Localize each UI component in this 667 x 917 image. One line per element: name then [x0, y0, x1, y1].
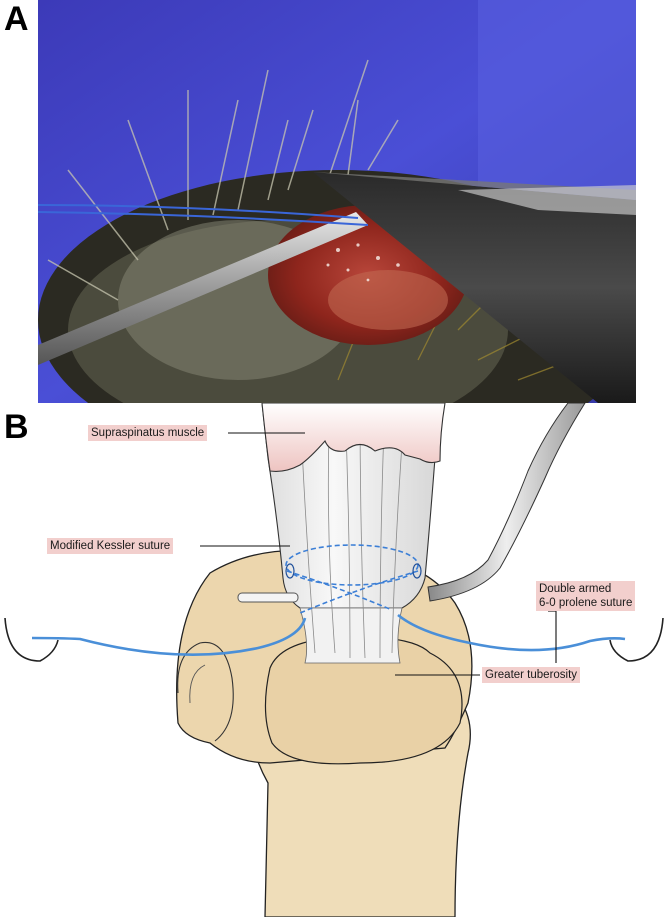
label-modified-kessler-suture: Modified Kessler suture: [47, 538, 174, 554]
needle-right: [609, 617, 664, 662]
label-double-armed-line1: Double armed: [539, 583, 612, 595]
supraspinatus-muscle: [261, 403, 446, 472]
suture-knot-left: [285, 563, 295, 579]
label-double-armed-line2: 6-0 prolene suture: [539, 597, 633, 609]
label-double-armed-suture: Double armed 6-0 prolene suture: [536, 581, 636, 611]
suture-diagram: [4, 403, 664, 917]
panel-label-b: B: [4, 408, 29, 446]
surgical-probe: [427, 403, 586, 602]
bone-contour: [177, 641, 234, 742]
suture-knot-right: [412, 563, 422, 579]
panel-label-a: A: [4, 0, 29, 38]
forceps: [38, 212, 368, 365]
probe-tip: [237, 592, 299, 603]
kessler-suture-ellipse: [285, 544, 419, 586]
suture-strand-1: [38, 204, 359, 219]
double-armed-suture: [31, 617, 307, 656]
label-supraspinatus-muscle: Supraspinatus muscle: [88, 425, 208, 441]
needle-left: [4, 617, 59, 662]
label-greater-tuberosity: Greater tuberosity: [482, 667, 581, 683]
surgical-photo: [38, 0, 636, 403]
drape-fold: [478, 0, 636, 200]
scissors-blade: [313, 172, 636, 403]
suture-strand-2: [38, 211, 369, 226]
